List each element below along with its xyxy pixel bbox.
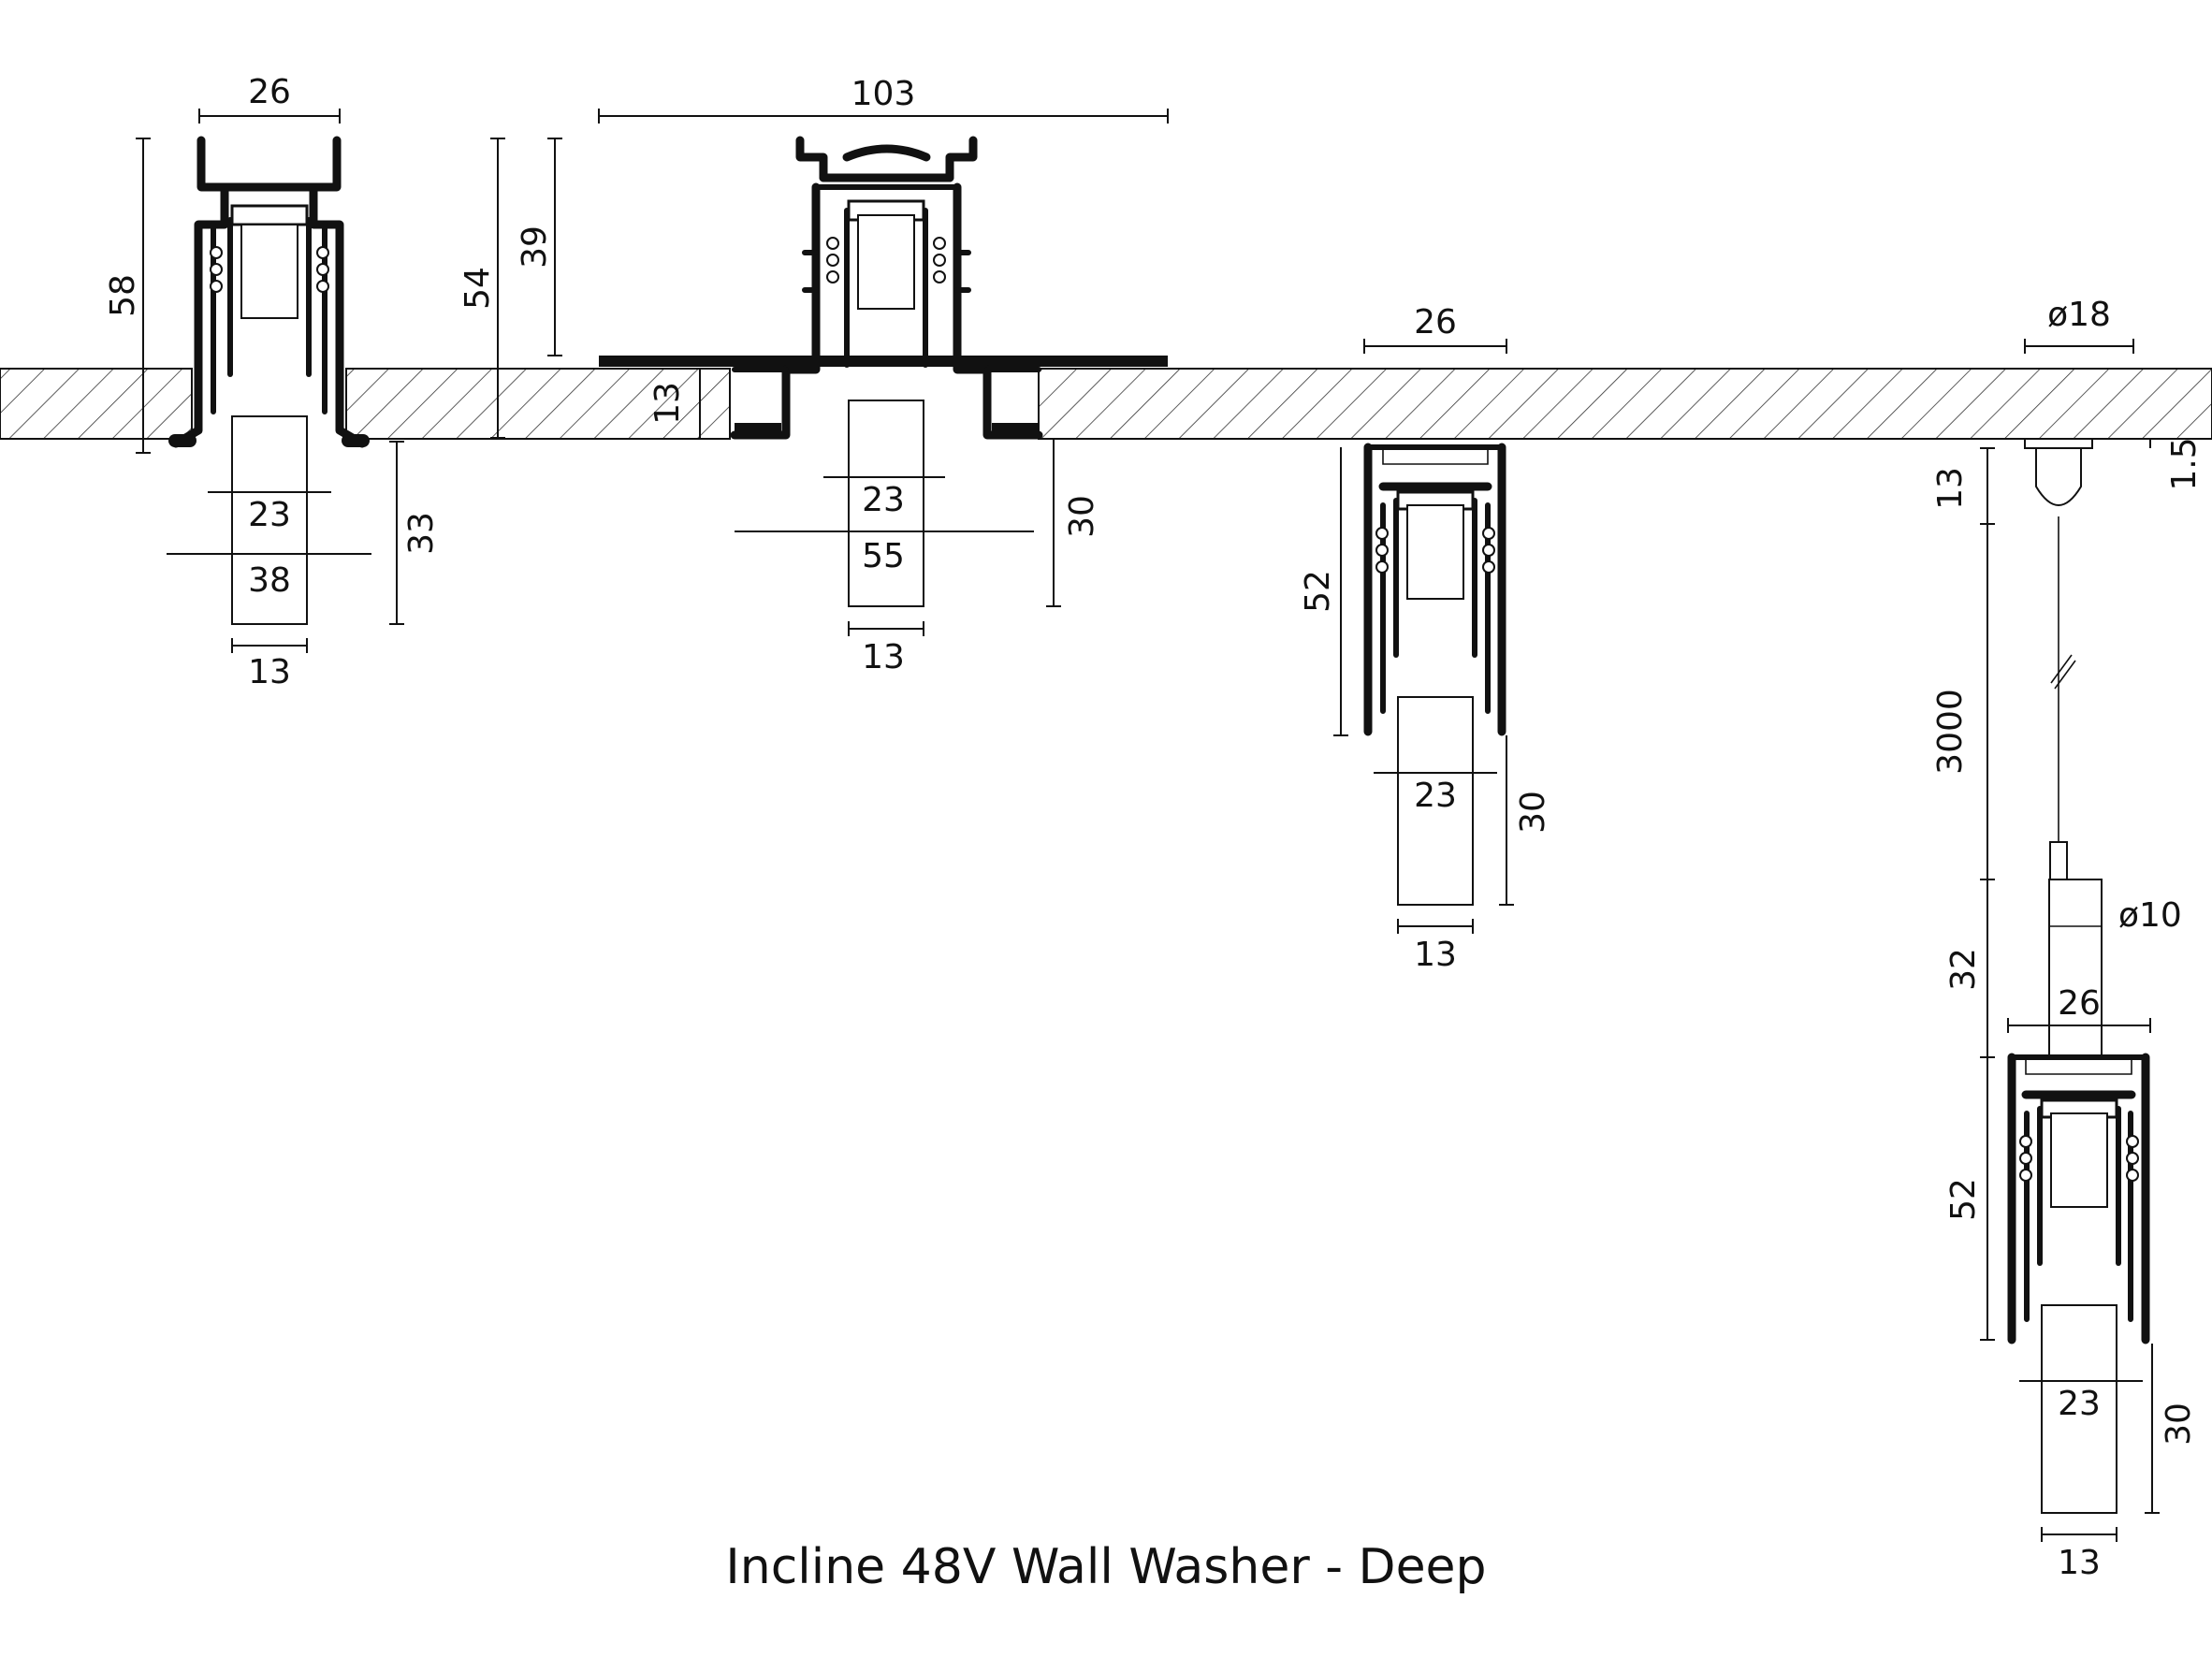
surface-profile xyxy=(1363,443,1506,906)
dim-diffuser-width: 23 xyxy=(248,496,291,534)
dim-height: 52 xyxy=(1944,1178,1983,1221)
dim-diffuser-width: 23 xyxy=(2058,1385,2101,1423)
ceiling-section xyxy=(0,368,2212,440)
dim-height: 54 xyxy=(458,267,497,310)
dim-canopy-drop: 13 xyxy=(1931,467,1970,510)
dim-drop: 30 xyxy=(1063,495,1101,538)
recessed-profile xyxy=(168,136,370,625)
dim-diffuser-width: 23 xyxy=(1414,777,1457,815)
dim-canopy-height: 1.5 xyxy=(2165,437,2204,490)
recessed-view: 26 58 23 38 33 13 xyxy=(104,73,441,691)
dim-drop: 30 xyxy=(1514,791,1552,834)
dim-lens-width: 13 xyxy=(1414,936,1457,974)
suspended-view: ø18 1.5 13 3000 32 52 ø10 26 23 30 13 xyxy=(1931,296,2204,1582)
suspended-profile xyxy=(2007,438,2150,1514)
dim-connector-diameter: ø10 xyxy=(2118,896,2182,935)
dim-plaster-depth: 13 xyxy=(648,382,687,425)
surface-view: 26 52 23 30 13 xyxy=(1299,303,1552,974)
dim-lens-width: 13 xyxy=(862,638,905,676)
trimless-profile xyxy=(599,136,1168,607)
dim-height: 58 xyxy=(104,274,142,317)
dim-width: 26 xyxy=(2058,984,2101,1023)
dim-connector-height: 32 xyxy=(1944,948,1983,991)
dim-width: 26 xyxy=(1414,303,1457,342)
dim-flange-width: 38 xyxy=(248,561,291,600)
dim-above-ceiling: 39 xyxy=(516,225,554,269)
dim-lens-width: 13 xyxy=(248,653,291,691)
dim-canopy-diameter: ø18 xyxy=(2047,296,2111,334)
dim-drop: 33 xyxy=(402,512,441,555)
dim-width-top: 26 xyxy=(248,73,291,111)
drawing-title: Incline 48V Wall Washer - Deep xyxy=(725,1539,1486,1595)
dim-diffuser-width: 23 xyxy=(862,481,905,519)
dim-cable-length: 3000 xyxy=(1931,689,1970,775)
dim-overall-width: 103 xyxy=(851,75,916,113)
dim-lens-width: 13 xyxy=(2058,1544,2101,1582)
dim-cutout-width: 55 xyxy=(862,537,905,575)
dim-drop: 30 xyxy=(2160,1403,2198,1446)
trimless-view: 103 54 39 13 23 55 30 13 xyxy=(458,75,1169,676)
dim-height: 52 xyxy=(1299,570,1337,613)
